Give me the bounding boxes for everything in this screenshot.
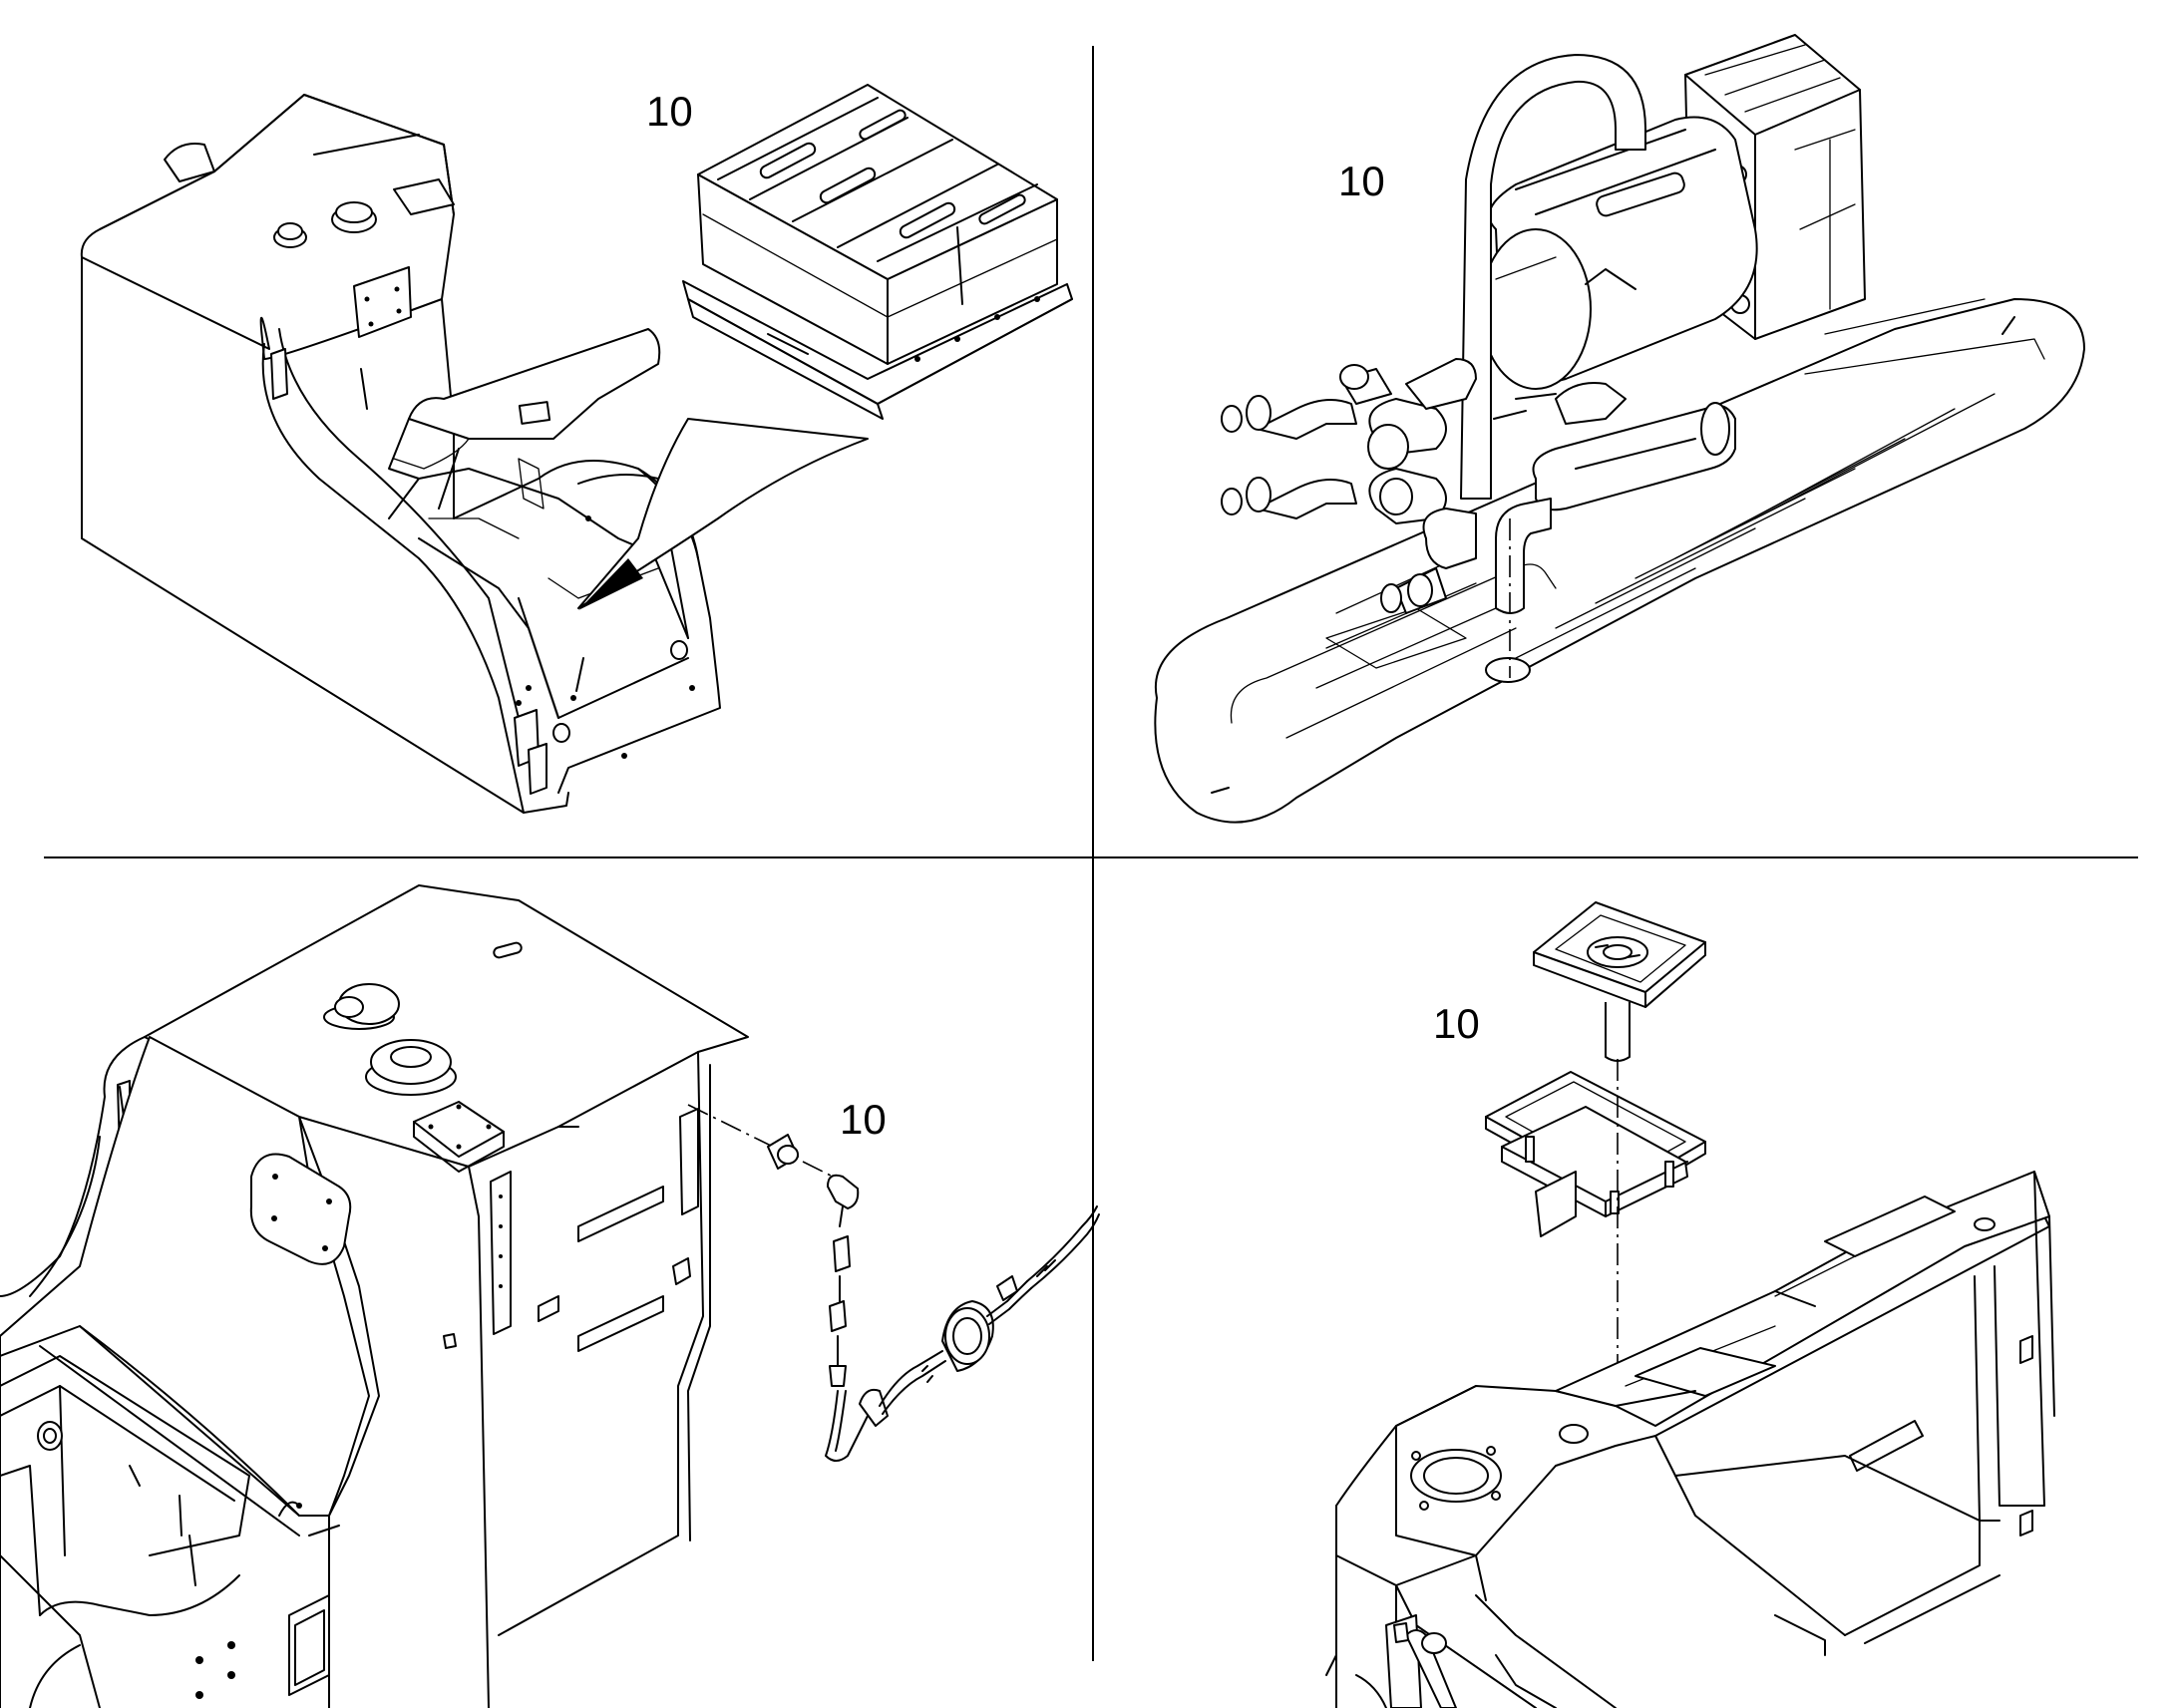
- housing-body-lower-drawing: [0, 884, 749, 1708]
- battery-pack-drawing: [682, 84, 1073, 420]
- callout-label-top-left: 10: [646, 88, 693, 135]
- heater-unit-drawing: [1221, 34, 1866, 678]
- mounting-plate-drawing: [1485, 901, 1706, 1406]
- frame-drawing: [1325, 1171, 2055, 1708]
- callout-label-top-right: 10: [1338, 158, 1385, 204]
- callout-label-bottom-left: 10: [840, 1096, 887, 1143]
- housing-body-drawing: [80, 94, 869, 814]
- fuel-line-drawing: [687, 1104, 1100, 1462]
- panel-top-right: 10: [1154, 34, 2085, 824]
- panel-bottom-left: 10: [0, 884, 1100, 1708]
- panel-bottom-right: 10: [1325, 901, 2055, 1708]
- callout-label-bottom-right: 10: [1433, 1000, 1480, 1047]
- panel-top-left: 10: [80, 84, 1073, 814]
- base-plate-drawing: [1154, 298, 2085, 824]
